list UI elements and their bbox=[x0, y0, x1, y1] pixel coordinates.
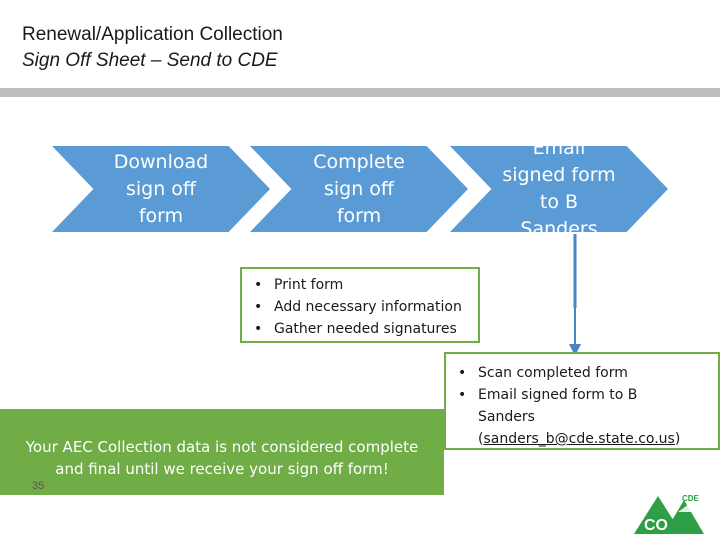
list-item: • Gather needed signatures bbox=[252, 318, 470, 340]
step-email-label: Email signed form to B Sanders bbox=[491, 146, 626, 232]
step-download-line: Download bbox=[113, 150, 209, 173]
list-item: • Add necessary information bbox=[252, 296, 470, 318]
step-email-line: Email bbox=[532, 146, 586, 159]
step-email-line: to B bbox=[539, 191, 579, 213]
list-item-text: Gather needed signatures bbox=[274, 321, 457, 337]
bullet-icon: • bbox=[458, 387, 467, 403]
email-steps-callout: • Scan completed form • Email signed form … bbox=[444, 352, 720, 450]
notice-line: Your AEC Collection data is not consider… bbox=[25, 438, 419, 456]
email-link[interactable]: sanders_b@cde.state.co.us bbox=[483, 431, 675, 447]
step-complete-line: form bbox=[336, 204, 382, 227]
paren: ) bbox=[674, 431, 681, 447]
arrow-down-icon bbox=[569, 344, 581, 356]
step-download-line: sign off bbox=[125, 177, 197, 200]
email-step-connector bbox=[569, 234, 581, 356]
logo-cde-text: CDE bbox=[682, 494, 700, 503]
slide-subtitle: Sign Off Sheet – Send to CDE bbox=[22, 50, 278, 71]
step-complete-chevron: Complete sign off form bbox=[250, 146, 468, 232]
step-download-label: Download sign off form bbox=[93, 146, 228, 232]
bullet-icon: • bbox=[254, 321, 263, 337]
notice-line: and final until we receive your sign off… bbox=[55, 460, 389, 478]
step-email-line: signed form bbox=[502, 164, 616, 186]
list-item: • Scan completed form bbox=[456, 362, 710, 384]
step-download-line: form bbox=[138, 204, 184, 227]
list-item-text: Print form bbox=[274, 277, 344, 293]
email-address-line: (sanders_b@cde.state.co.us) bbox=[478, 428, 710, 450]
slide-title: Renewal/Application Collection bbox=[22, 24, 283, 45]
logo-co-text: CO bbox=[644, 517, 668, 534]
list-item-text: Add necessary information bbox=[274, 299, 462, 315]
slide-title-block: Renewal/Application Collection Sign Off … bbox=[22, 22, 283, 74]
complete-steps-callout: • Print form • Add necessary information •… bbox=[240, 267, 480, 343]
title-divider-bar bbox=[0, 88, 720, 97]
completion-notice-band: Your AEC Collection data is not consider… bbox=[0, 409, 444, 495]
list-item: • Print form bbox=[252, 274, 470, 296]
step-email-chevron: Email signed form to B Sanders bbox=[450, 146, 668, 232]
list-item-text: Email signed form to B bbox=[478, 387, 638, 403]
step-download-chevron: Download sign off form bbox=[52, 146, 270, 232]
page-number: 35 bbox=[32, 480, 45, 492]
step-complete-line: Complete bbox=[313, 150, 405, 173]
list-item-text: Scan completed form bbox=[478, 365, 628, 381]
bullet-icon: • bbox=[254, 277, 263, 293]
step-complete-label: Complete sign off form bbox=[291, 146, 426, 232]
completion-notice-text: Your AEC Collection data is not consider… bbox=[20, 424, 424, 480]
bullet-icon: • bbox=[254, 299, 263, 315]
cde-colorado-logo: CDE CO bbox=[634, 494, 704, 534]
list-item-text: Sanders bbox=[478, 409, 535, 425]
step-complete-line: sign off bbox=[323, 177, 395, 200]
paren: ( bbox=[478, 431, 484, 447]
step-email-line: Sanders bbox=[520, 218, 598, 232]
list-item: • Email signed form to B Sanders (sanders_b… bbox=[456, 384, 710, 450]
bullet-icon: • bbox=[458, 365, 467, 381]
